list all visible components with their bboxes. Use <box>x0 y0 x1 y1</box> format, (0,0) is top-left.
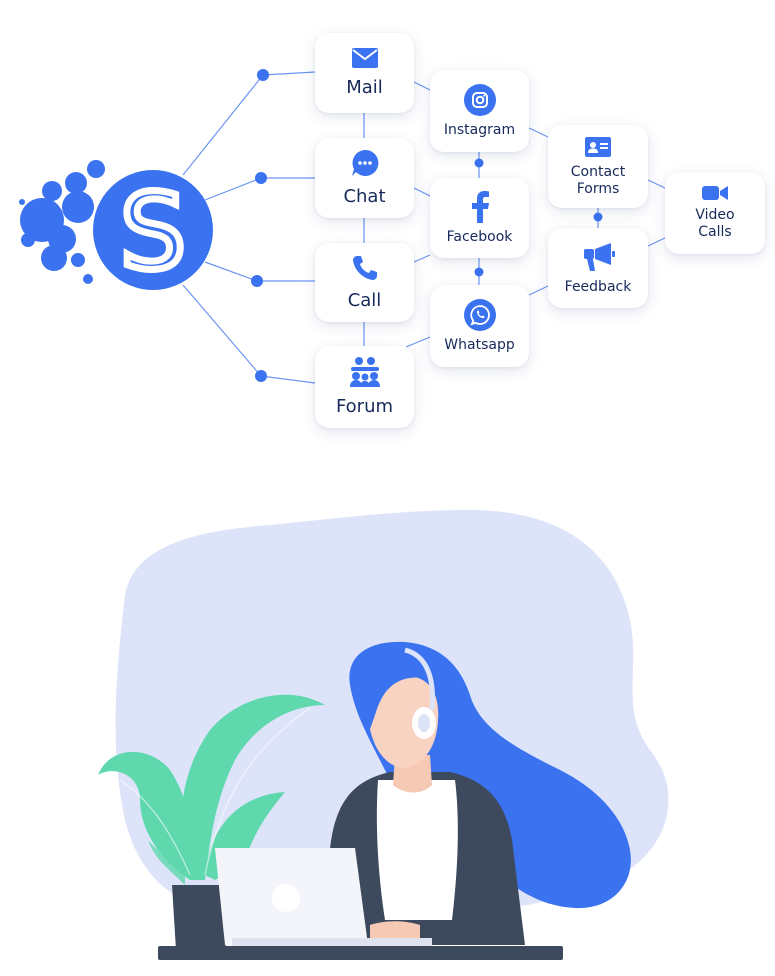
feedback-card[interactable]: Feedback <box>548 228 648 308</box>
hub-letter: S <box>120 171 186 293</box>
mail-icon <box>351 48 378 69</box>
forum-card[interactable]: Forum <box>315 346 414 428</box>
chat-bubble-icon <box>351 150 378 177</box>
hand <box>370 921 420 940</box>
whatsapp-icon <box>463 298 496 331</box>
laptop-base <box>232 938 432 946</box>
shirt <box>376 780 458 920</box>
facebook-label: Facebook <box>446 228 513 245</box>
video-camera-icon <box>702 186 728 201</box>
mail-card[interactable]: Mail <box>315 33 414 113</box>
call-card[interactable]: Call <box>315 243 414 322</box>
channel-diagram: S Mail Chat Call <box>0 0 775 440</box>
forum-label: Forum <box>335 396 394 418</box>
contact-card-icon <box>585 136 611 157</box>
phone-icon <box>352 255 377 280</box>
video-calls-card[interactable]: Video Calls <box>665 172 765 254</box>
contact-forms-card[interactable]: Contact Forms <box>548 125 648 208</box>
instagram-label: Instagram <box>443 121 516 138</box>
video-calls-label: Video Calls <box>695 207 735 240</box>
contact-forms-label: Contact Forms <box>570 163 626 197</box>
whatsapp-card[interactable]: Whatsapp <box>430 285 529 367</box>
laptop-logo <box>272 884 300 912</box>
chat-card[interactable]: Chat <box>315 138 414 218</box>
call-label: Call <box>347 289 382 311</box>
headset-band <box>404 647 436 711</box>
whatsapp-label: Whatsapp <box>444 336 515 353</box>
support-agent-illustration <box>98 510 669 960</box>
feedback-label: Feedback <box>564 278 632 295</box>
megaphone-icon <box>584 242 615 271</box>
plant-pot <box>172 885 226 950</box>
connector-lines <box>182 69 666 384</box>
hub-logo: S <box>19 160 213 297</box>
face <box>367 675 439 768</box>
group-icon <box>349 357 380 388</box>
instagram-icon <box>463 83 496 116</box>
chat-label: Chat <box>343 186 386 208</box>
facebook-card[interactable]: Facebook <box>430 178 529 258</box>
desk <box>158 946 563 960</box>
mail-label: Mail <box>346 77 383 99</box>
instagram-card[interactable]: Instagram <box>430 70 529 152</box>
facebook-icon <box>471 190 489 223</box>
